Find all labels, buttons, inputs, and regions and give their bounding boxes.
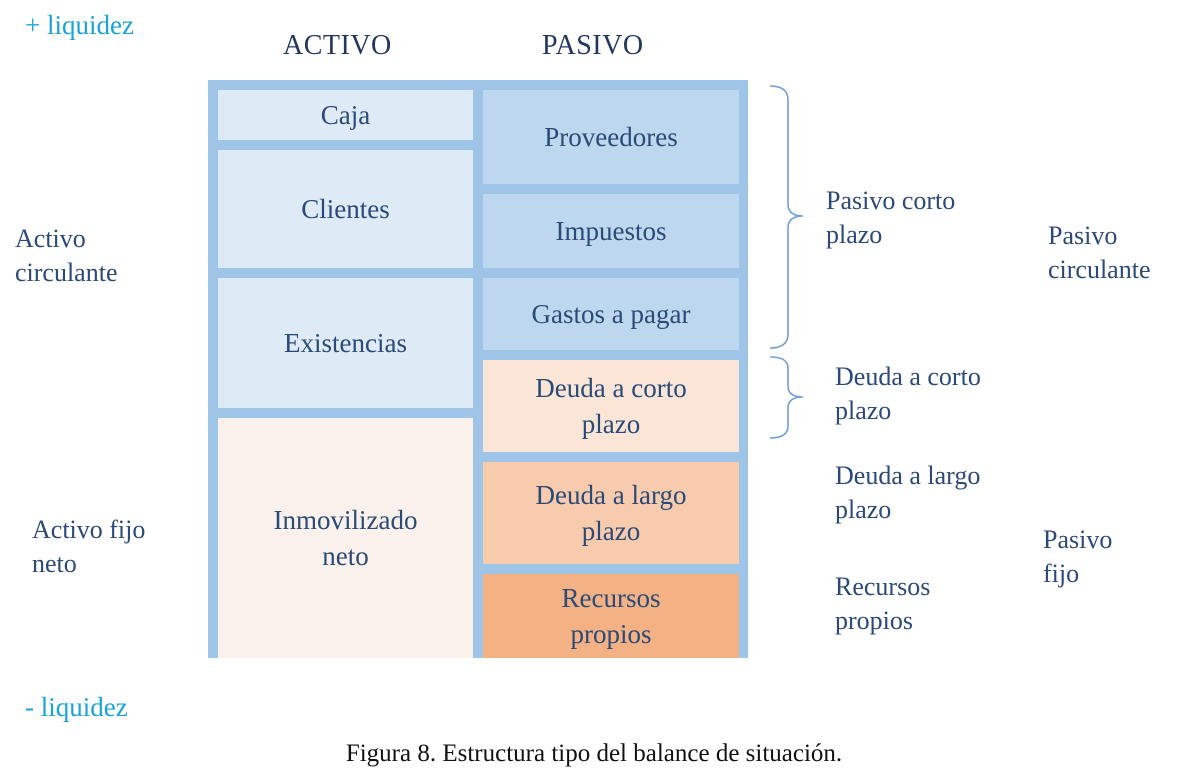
figure-caption: Figura 8. Estructura tipo del balance de… xyxy=(345,740,843,767)
activo-circulante-label: Activo circulante xyxy=(15,224,118,287)
more-liquidity-label: + liquidez xyxy=(25,10,134,40)
pasivo-circulante-label: Pasivo circulante xyxy=(1048,221,1151,284)
cell-inmovilizado-neto-label: Inmovilizado neto xyxy=(273,505,418,571)
less-liquidity-label: - liquidez xyxy=(25,692,128,722)
recursos-propios-label: Recursos propios xyxy=(835,572,931,635)
pasivo-corto-plazo-bracket xyxy=(769,85,804,349)
balance-table: Caja Clientes Existencias Inmovilizado n… xyxy=(208,80,748,658)
cell-inmovilizado-neto: Inmovilizado neto xyxy=(218,418,473,658)
deuda-largo-plazo-label: Deuda a largo plazo xyxy=(835,461,981,524)
pasivo-fijo-label: Pasivo fijo xyxy=(1043,525,1113,588)
cell-recursos-propios: Recursos propios xyxy=(483,574,739,658)
activo-header: ACTIVO xyxy=(283,30,392,61)
cell-gastos-a-pagar: Gastos a pagar xyxy=(483,278,739,350)
cell-caja: Caja xyxy=(218,90,473,140)
cell-proveedores: Proveedores xyxy=(483,90,739,184)
cell-existencias: Existencias xyxy=(218,278,473,408)
cell-deuda-largo-plazo: Deuda a largo plazo xyxy=(483,462,739,564)
pasivo-corto-plazo-label: Pasivo corto plazo xyxy=(826,186,956,249)
cell-deuda-largo-plazo-label: Deuda a largo plazo xyxy=(535,480,687,546)
activo-fijo-label: Activo fijo neto xyxy=(32,515,146,578)
deuda-corto-plazo-bracket xyxy=(769,356,804,439)
deuda-corto-plazo-label: Deuda a corto plazo xyxy=(835,362,981,425)
cell-deuda-corto-plazo-label: Deuda a corto plazo xyxy=(535,373,687,439)
pasivo-header: PASIVO xyxy=(542,30,644,61)
cell-clientes: Clientes xyxy=(218,150,473,268)
cell-recursos-propios-label: Recursos propios xyxy=(561,583,661,649)
cell-deuda-corto-plazo: Deuda a corto plazo xyxy=(483,360,739,452)
cell-impuestos: Impuestos xyxy=(483,194,739,268)
